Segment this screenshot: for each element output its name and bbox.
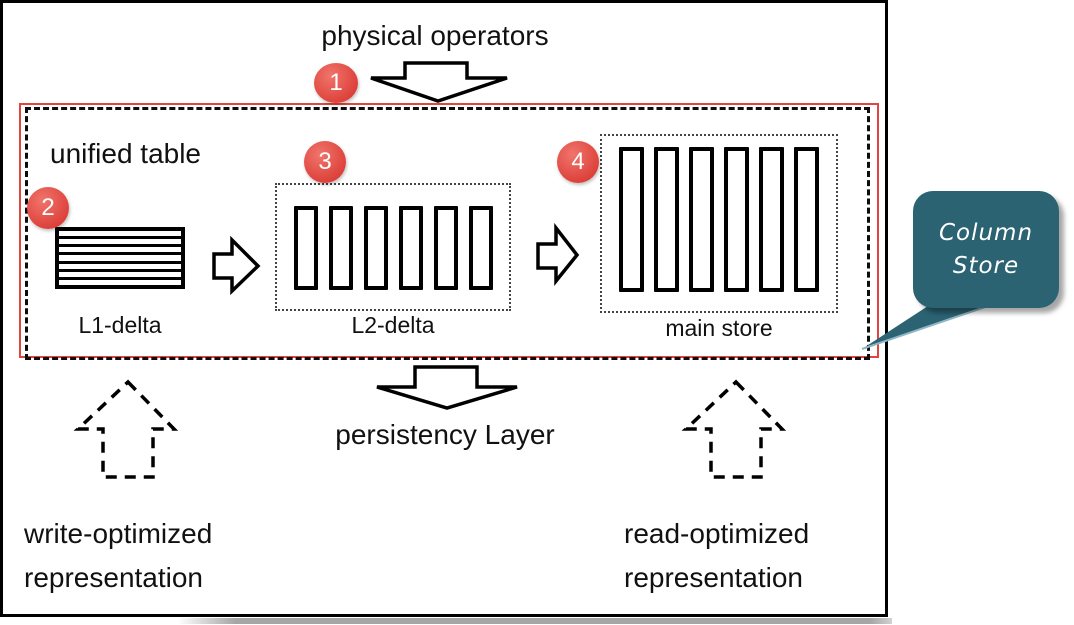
- table-row-stripe: [59, 231, 181, 237]
- read-optimized-label: read-optimized representation: [624, 512, 809, 600]
- column-bar: [759, 147, 784, 292]
- step-badge-1: 1: [314, 63, 358, 103]
- column-bar: [433, 206, 458, 290]
- main-store-column-store: [600, 134, 838, 313]
- column-bar: [654, 147, 679, 292]
- column-bar: [468, 206, 493, 290]
- column-store-callout: Column Store: [913, 191, 1059, 308]
- l2-delta-label: L2-delta: [351, 312, 435, 338]
- table-row-stripe: [59, 263, 181, 269]
- column-bar: [398, 206, 423, 290]
- step-badge-2: 2: [27, 187, 69, 229]
- table-row-stripe: [59, 239, 181, 245]
- callout-line2: Store: [952, 253, 1020, 279]
- write-optimized-line2: representation: [24, 562, 204, 593]
- column-bar: [689, 147, 714, 292]
- main-store-label: main store: [665, 315, 773, 341]
- l1-delta-label: L1-delta: [78, 312, 162, 338]
- unified-table-label: unified table: [50, 138, 202, 169]
- column-bar: [363, 206, 388, 290]
- table-row-stripe: [59, 279, 181, 285]
- canvas-shadow: [178, 618, 892, 624]
- column-bar: [794, 147, 819, 292]
- callout-line1: Column: [938, 220, 1034, 246]
- table-row-stripe: [59, 255, 181, 261]
- unified-table-dashed-frame: [25, 107, 870, 360]
- table-row-stripe: [59, 247, 181, 253]
- write-optimized-label: write-optimized representation: [24, 512, 212, 600]
- column-bar: [724, 147, 749, 292]
- step-badge-4: 4: [557, 141, 599, 183]
- table-row-stripe: [59, 271, 181, 277]
- physical-operators-label: physical operators: [321, 20, 549, 51]
- column-bar: [293, 206, 318, 290]
- column-bar: [619, 147, 644, 292]
- read-optimized-line2: representation: [624, 562, 804, 593]
- write-optimized-line1: write-optimized: [24, 518, 213, 549]
- column-bar: [328, 206, 353, 290]
- read-optimized-line1: read-optimized: [624, 518, 810, 549]
- persistency-layer-label: persistency Layer: [335, 419, 555, 450]
- step-badge-3: 3: [304, 141, 346, 183]
- l2-delta-column-store: [275, 183, 511, 311]
- l1-delta-row-store: [55, 227, 185, 289]
